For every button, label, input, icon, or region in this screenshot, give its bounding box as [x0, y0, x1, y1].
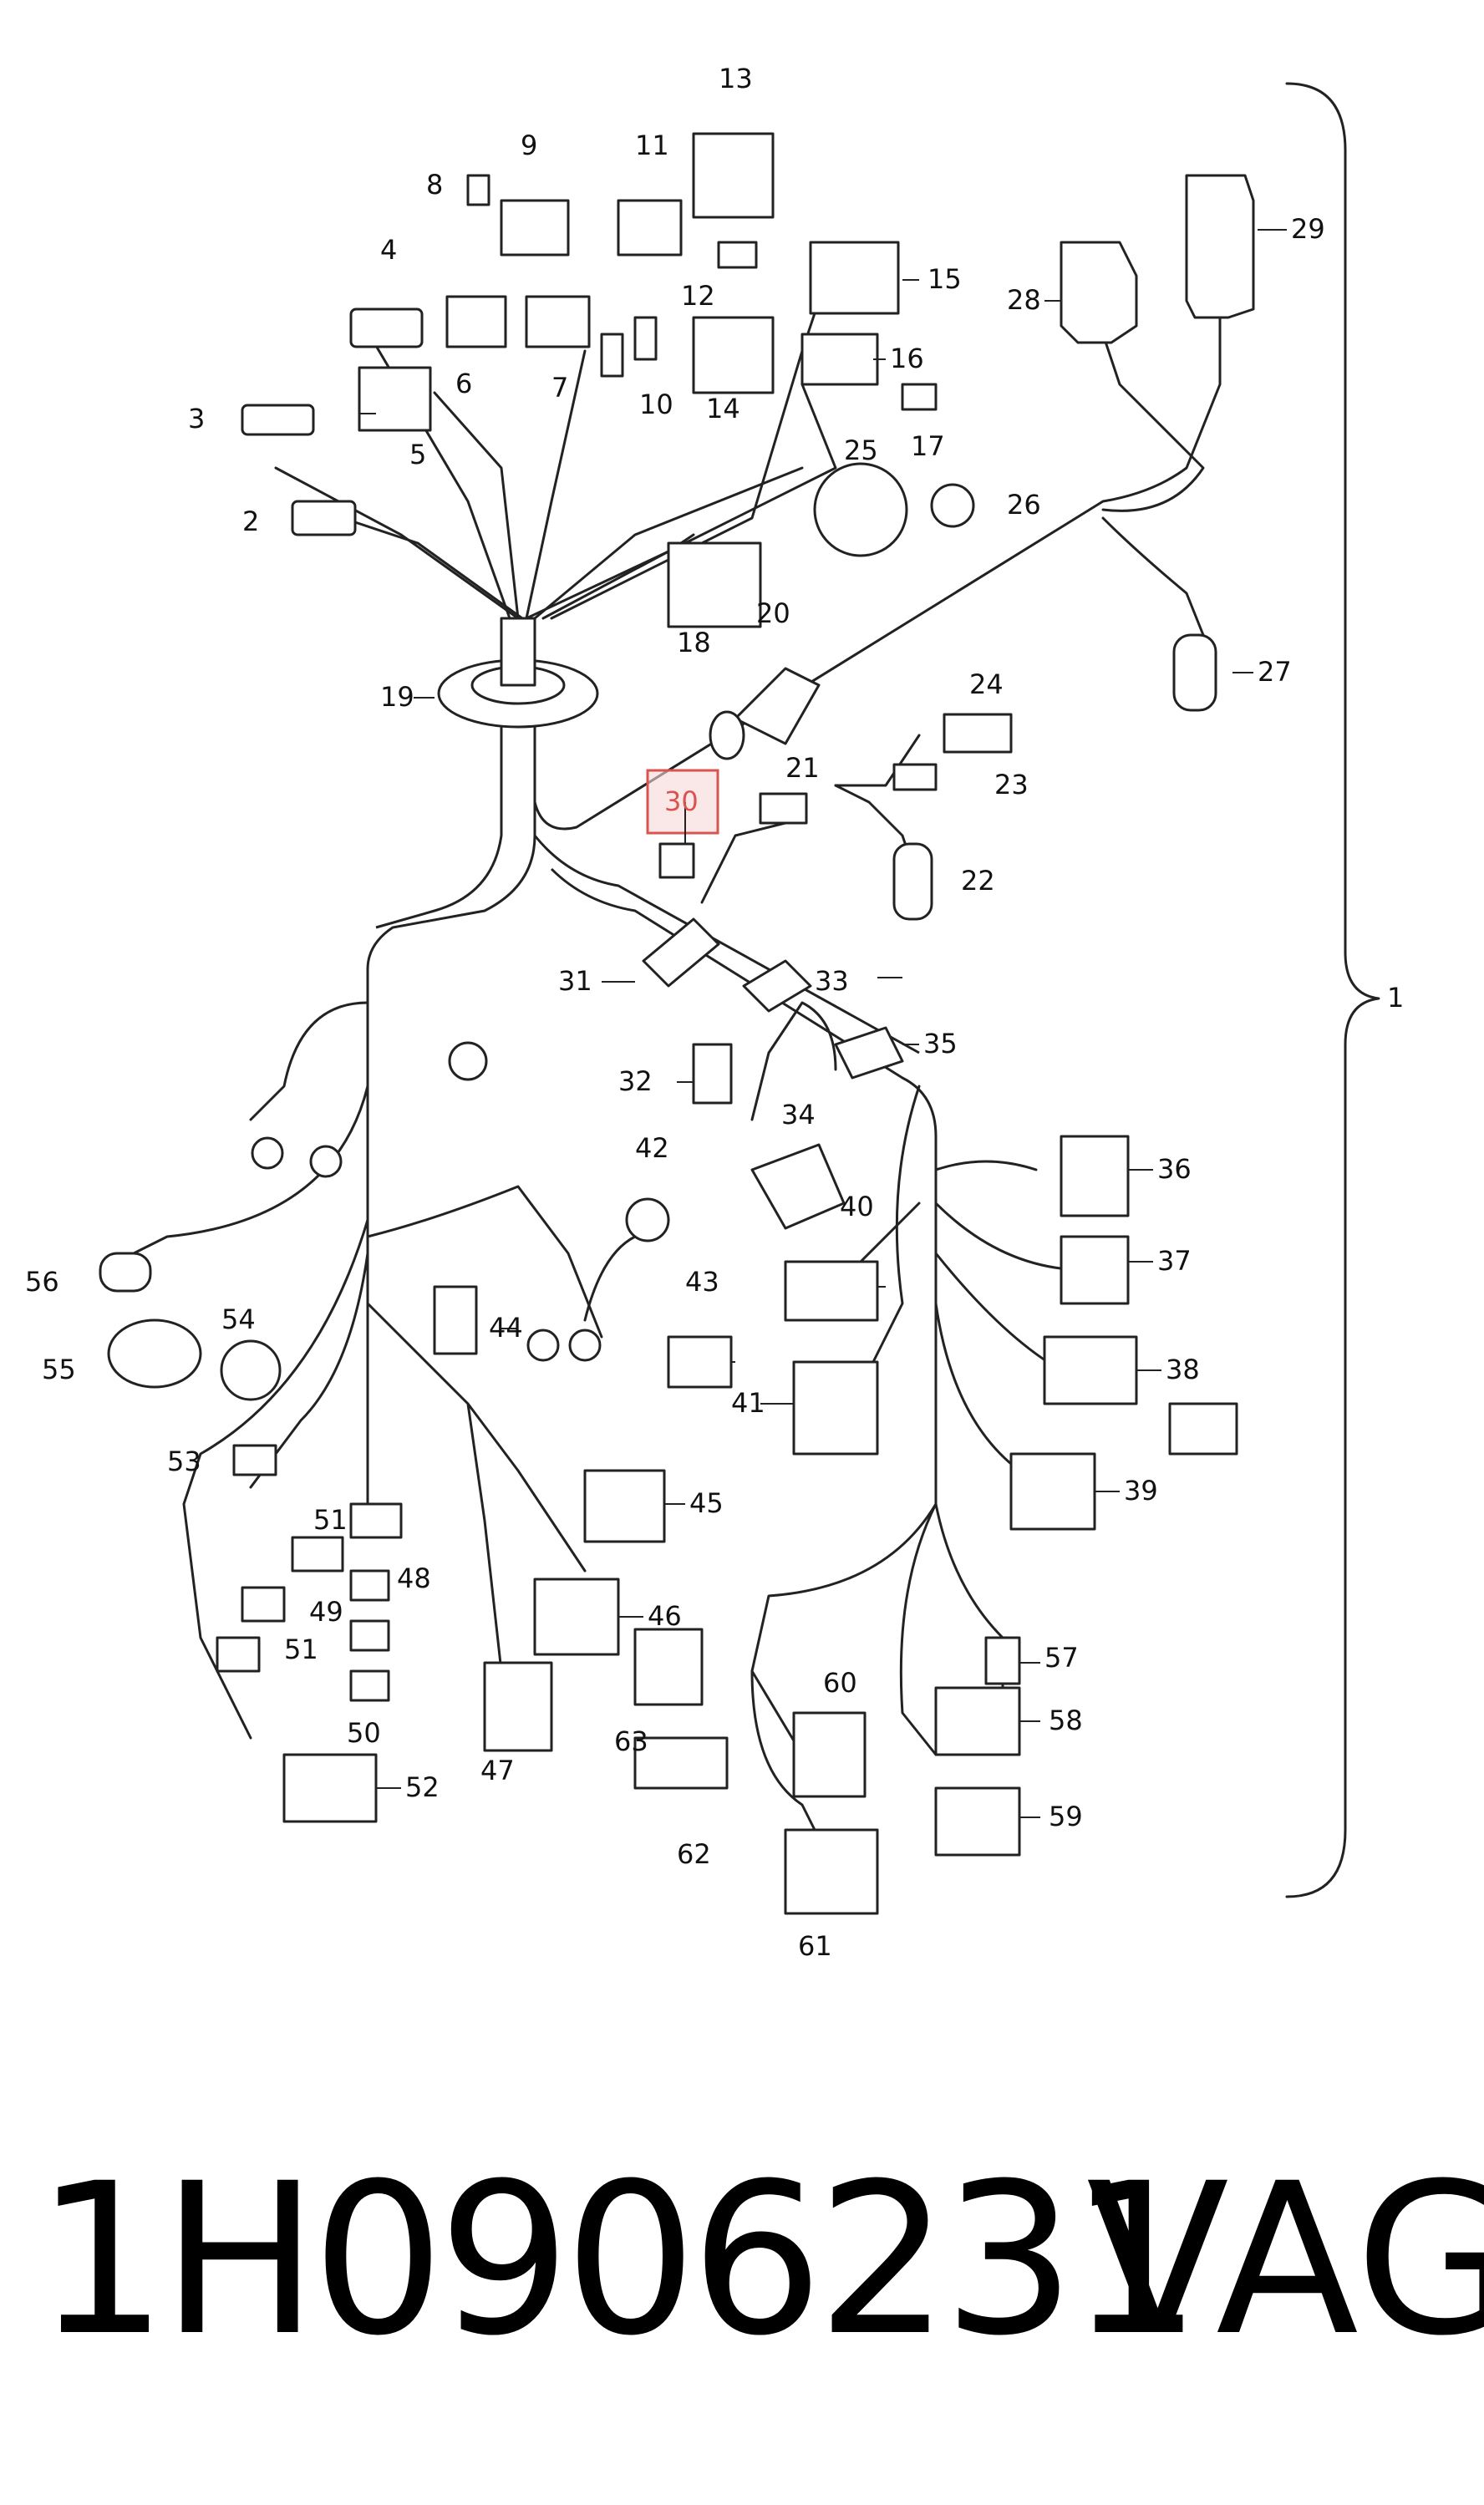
callout-5: 5	[409, 439, 426, 470]
highlight-box	[646, 769, 719, 835]
callout-52: 52	[405, 1771, 440, 1803]
callout-22: 22	[961, 865, 995, 897]
callout-28: 28	[1007, 284, 1041, 316]
callout-18: 18	[677, 627, 711, 658]
callout-48: 48	[397, 1562, 431, 1594]
callout-51-second: 51	[284, 1634, 318, 1665]
callout-4: 4	[380, 234, 397, 266]
callout-47: 47	[480, 1755, 515, 1786]
callout-62: 62	[677, 1838, 711, 1870]
callout-45: 45	[689, 1487, 724, 1519]
callout-11: 11	[635, 130, 669, 161]
callout-34: 34	[781, 1099, 816, 1131]
callout-35: 35	[923, 1028, 958, 1059]
callout-59: 59	[1049, 1801, 1083, 1832]
brand-name: VAG	[1086, 2138, 1484, 2381]
callout-57: 57	[1044, 1642, 1079, 1674]
callout-21: 21	[785, 752, 820, 784]
callout-8: 8	[426, 169, 443, 201]
callout-49: 49	[309, 1596, 343, 1628]
callout-53: 53	[167, 1446, 201, 1477]
callout-2: 2	[242, 506, 259, 537]
callout-60: 60	[823, 1667, 857, 1699]
callout-10: 10	[639, 389, 673, 420]
part-number: 1H0906231	[35, 2138, 1202, 2381]
callout-1: 1	[1387, 982, 1404, 1014]
callout-63: 63	[614, 1725, 648, 1757]
callout-24: 24	[969, 668, 1004, 700]
harness-trunk	[132, 274, 1222, 1840]
callout-6: 6	[455, 368, 472, 399]
callout-17: 17	[911, 430, 945, 462]
callout-43: 43	[685, 1266, 719, 1298]
assembly-bracket	[1285, 82, 1380, 1898]
callout-58: 58	[1049, 1705, 1083, 1736]
callout-15: 15	[928, 263, 962, 295]
callout-13: 13	[719, 63, 753, 94]
callout-9: 9	[521, 130, 537, 161]
callout-42: 42	[635, 1132, 669, 1164]
callout-55: 55	[42, 1354, 76, 1385]
callout-12: 12	[681, 280, 715, 312]
callout-23: 23	[994, 769, 1029, 800]
callout-31: 31	[558, 965, 592, 997]
callout-3: 3	[188, 403, 205, 434]
callout-44: 44	[489, 1312, 523, 1344]
callout-26: 26	[1007, 489, 1041, 521]
callout-29: 29	[1291, 213, 1325, 245]
callout-19: 19	[380, 681, 414, 713]
callout-20: 20	[756, 597, 790, 629]
callout-30: 30	[664, 785, 699, 817]
callout-14: 14	[706, 393, 740, 424]
callout-56: 56	[25, 1266, 59, 1298]
callout-38: 38	[1166, 1354, 1200, 1385]
callout-25: 25	[844, 434, 878, 466]
callout-61: 61	[798, 1930, 832, 1962]
callout-50: 50	[347, 1717, 381, 1749]
callout-labels: 1 2 3 4 5 6 7 8 9 10 11 12 13 14 15 16 1…	[25, 63, 1404, 1962]
grommet	[437, 617, 599, 729]
callout-39: 39	[1124, 1475, 1158, 1507]
callout-40: 40	[840, 1191, 874, 1222]
callout-51: 51	[313, 1504, 348, 1536]
connector-group	[99, 132, 1255, 1915]
callout-37: 37	[1157, 1245, 1192, 1277]
callout-46: 46	[648, 1600, 682, 1632]
callout-7: 7	[551, 372, 568, 404]
callout-41: 41	[731, 1387, 765, 1419]
callout-33: 33	[815, 965, 849, 997]
leader-lines	[359, 229, 1287, 1818]
callout-54: 54	[221, 1303, 256, 1335]
callout-27: 27	[1258, 656, 1292, 688]
harness-boot	[709, 667, 821, 760]
callout-36: 36	[1157, 1153, 1192, 1185]
callout-16: 16	[890, 343, 924, 374]
callout-32: 32	[618, 1065, 653, 1097]
